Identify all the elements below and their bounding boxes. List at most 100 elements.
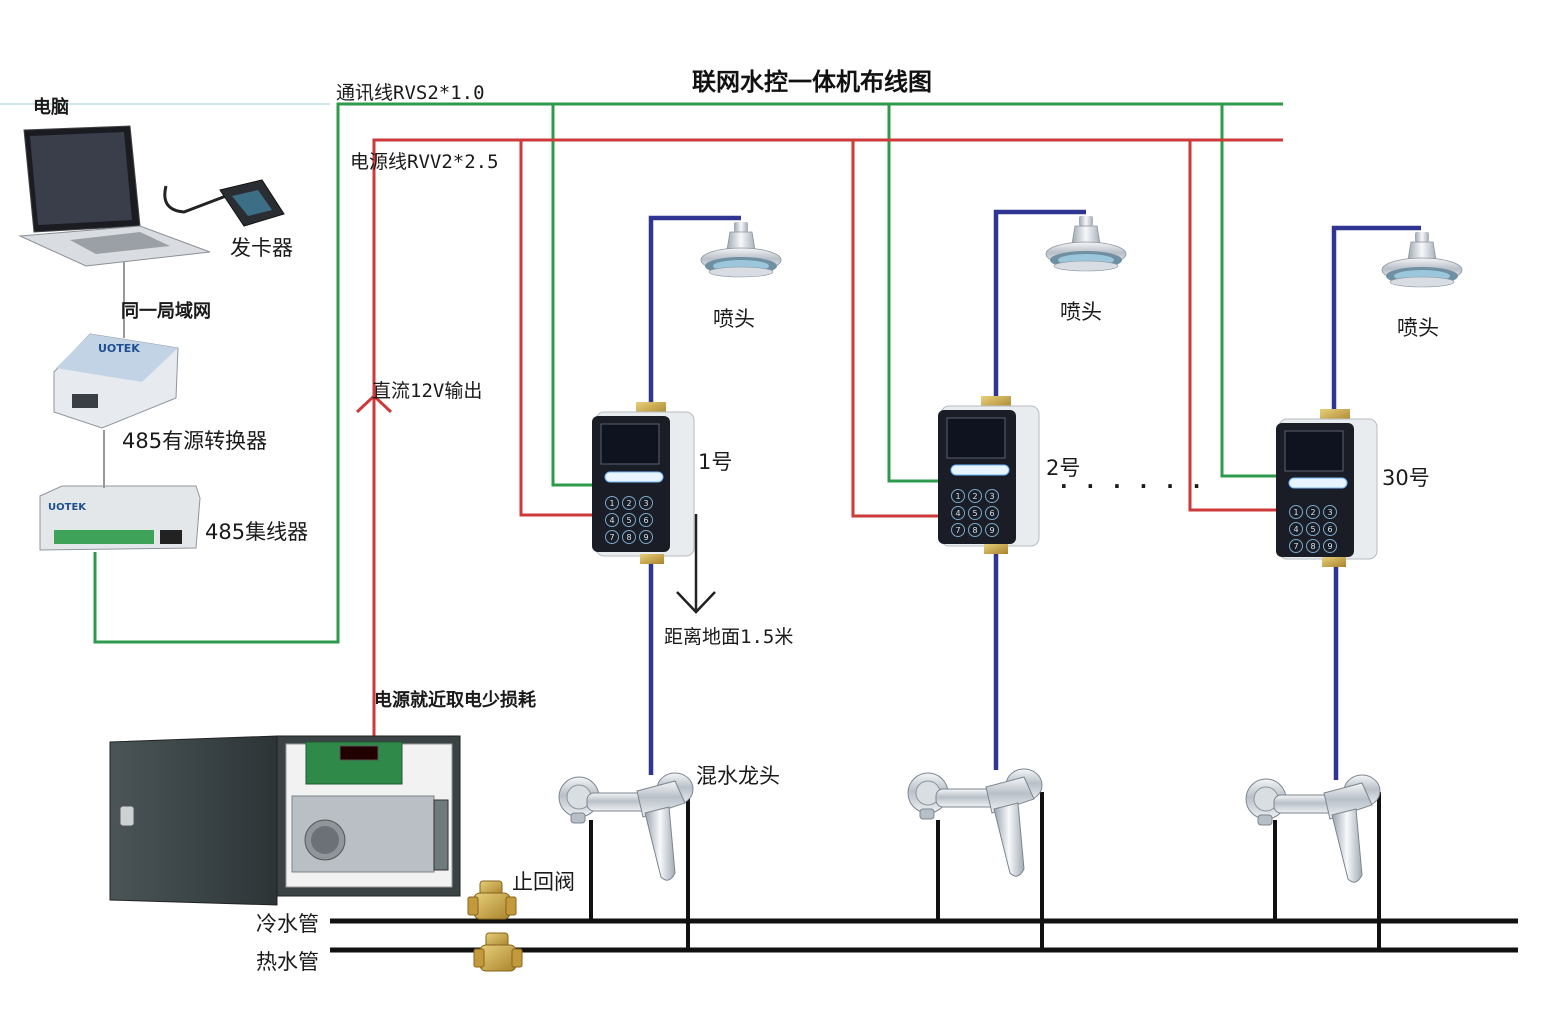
hub-brand: UOTEK: [48, 502, 87, 513]
keypad-key: [605, 496, 619, 510]
keypad-key: [639, 530, 653, 544]
keypad-key-label: 3: [643, 499, 648, 508]
ellipsis-label: · · · · · ·: [1060, 474, 1207, 498]
power-up-arrow: [355, 393, 393, 414]
water-control-unit-2: 1 2 3 4 5 6 7 8 9: [938, 396, 1040, 554]
cold-pipe-label: 冷水管: [256, 912, 319, 936]
keypad-key-label: 2: [626, 499, 631, 508]
water-control-unit-1: 1 2 3 4 5 6 7 8 9: [592, 402, 695, 564]
keypad-key-label: 6: [989, 509, 994, 518]
keypad-key: [985, 523, 999, 537]
shower-label-30: 喷头: [1397, 316, 1439, 340]
power-drop-1: [519, 140, 592, 517]
power-line-main: [372, 138, 1283, 740]
keypad-key: [951, 489, 965, 503]
converter-brand: UOTEK: [98, 342, 140, 355]
unit-id-1: 1号: [698, 450, 733, 474]
keypad-key: [951, 523, 965, 537]
keypad-key-label: 6: [643, 516, 648, 525]
rs485-hub: UOTEK: [39, 485, 201, 551]
keypad-key-label: 4: [609, 516, 614, 525]
keypad-key-label: 2: [1310, 508, 1315, 517]
unit-id-2: 2号: [1046, 456, 1081, 480]
shower-head-1: [700, 221, 782, 278]
shower-label-1: 喷头: [713, 307, 755, 331]
hub-label: 485集线器: [205, 520, 309, 544]
dc-output-label: 直流12V输出: [372, 380, 483, 402]
keypad-key: [1289, 505, 1303, 519]
distance-label: 距离地面1.5米: [664, 626, 794, 648]
keypad-key: [1323, 522, 1337, 536]
card-reader: [163, 179, 285, 227]
keypad-key: [1306, 539, 1320, 553]
keypad-key: [1323, 539, 1337, 553]
keypad-key: [639, 513, 653, 527]
keypad-key-label: 8: [972, 526, 977, 535]
keypad-key: [639, 496, 653, 510]
keypad-key-label: 8: [1310, 542, 1315, 551]
keypad-key: [622, 513, 636, 527]
keypad-key-label: 9: [989, 526, 994, 535]
keypad-key-label: 9: [1327, 542, 1332, 551]
keypad-key-label: 7: [955, 526, 960, 535]
computer-label: 电脑: [33, 97, 69, 118]
shower-head-2: [1045, 215, 1127, 272]
mixer-faucet-2: [907, 768, 1043, 877]
check-valve-hot: [473, 932, 523, 972]
shower-label-2: 喷头: [1060, 300, 1102, 324]
comm-lines: [0, 102, 1283, 644]
keypad-key: [951, 506, 965, 520]
power-drop-2: [851, 140, 938, 518]
keypad-key-label: 1: [1293, 508, 1298, 517]
power-line-label: 电源线RVV2*2.5: [350, 151, 499, 173]
keypad-key: [968, 506, 982, 520]
comm-line-main: [93, 102, 1283, 644]
keypad-key-label: 1: [955, 492, 960, 501]
keypad-key-label: 5: [1310, 525, 1315, 534]
laptop: [18, 125, 211, 267]
check-valve-label: 止回阀: [512, 870, 575, 894]
keypad-key: [622, 496, 636, 510]
keypad-key: [985, 506, 999, 520]
keypad-key: [1306, 522, 1320, 536]
shower-head-30: [1381, 231, 1463, 288]
keypad-key-label: 7: [609, 533, 614, 542]
keypad-key: [985, 489, 999, 503]
power-supply-box: [109, 735, 461, 906]
keypad-key-label: 5: [972, 509, 977, 518]
keypad-key: [1289, 539, 1303, 553]
distance-arrow: [676, 514, 716, 614]
power-drop-30: [1188, 140, 1276, 512]
unit-id-30: 30号: [1382, 466, 1430, 490]
comm-drop-2: [887, 104, 938, 483]
keypad-key: [968, 489, 982, 503]
keypad-key: [605, 530, 619, 544]
rs485-converter: UOTEK: [53, 333, 179, 429]
keypad-key-label: 3: [989, 492, 994, 501]
mixer-faucet-1: [558, 772, 694, 881]
keypad-key: [1306, 505, 1320, 519]
keypad-key-label: 6: [1327, 525, 1332, 534]
same-lan-label: 同一局域网: [121, 301, 211, 322]
keypad-key-label: 1: [609, 499, 614, 508]
diagram-title: 联网水控一体机布线图: [692, 68, 932, 96]
keypad-key: [605, 513, 619, 527]
keypad-key: [1323, 505, 1337, 519]
keypad-key-label: 9: [643, 533, 648, 542]
keypad-key-label: 2: [972, 492, 977, 501]
keypad-key-label: 5: [626, 516, 631, 525]
power-note-label: 电源就近取电少损耗: [374, 690, 536, 711]
comm-line-label: 通讯线RVS2*1.0: [336, 82, 485, 104]
hot-pipe-label: 热水管: [256, 950, 319, 974]
water-pipes: [648, 209, 1421, 780]
comm-drop-30: [1220, 104, 1276, 478]
keypad-key-label: 3: [1327, 508, 1332, 517]
mixer-faucet-30: [1245, 774, 1381, 883]
keypad-key-label: 8: [626, 533, 631, 542]
comm-drop-1: [551, 104, 592, 487]
keypad-key-label: 4: [1293, 525, 1298, 534]
keypad-key-label: 4: [955, 509, 960, 518]
